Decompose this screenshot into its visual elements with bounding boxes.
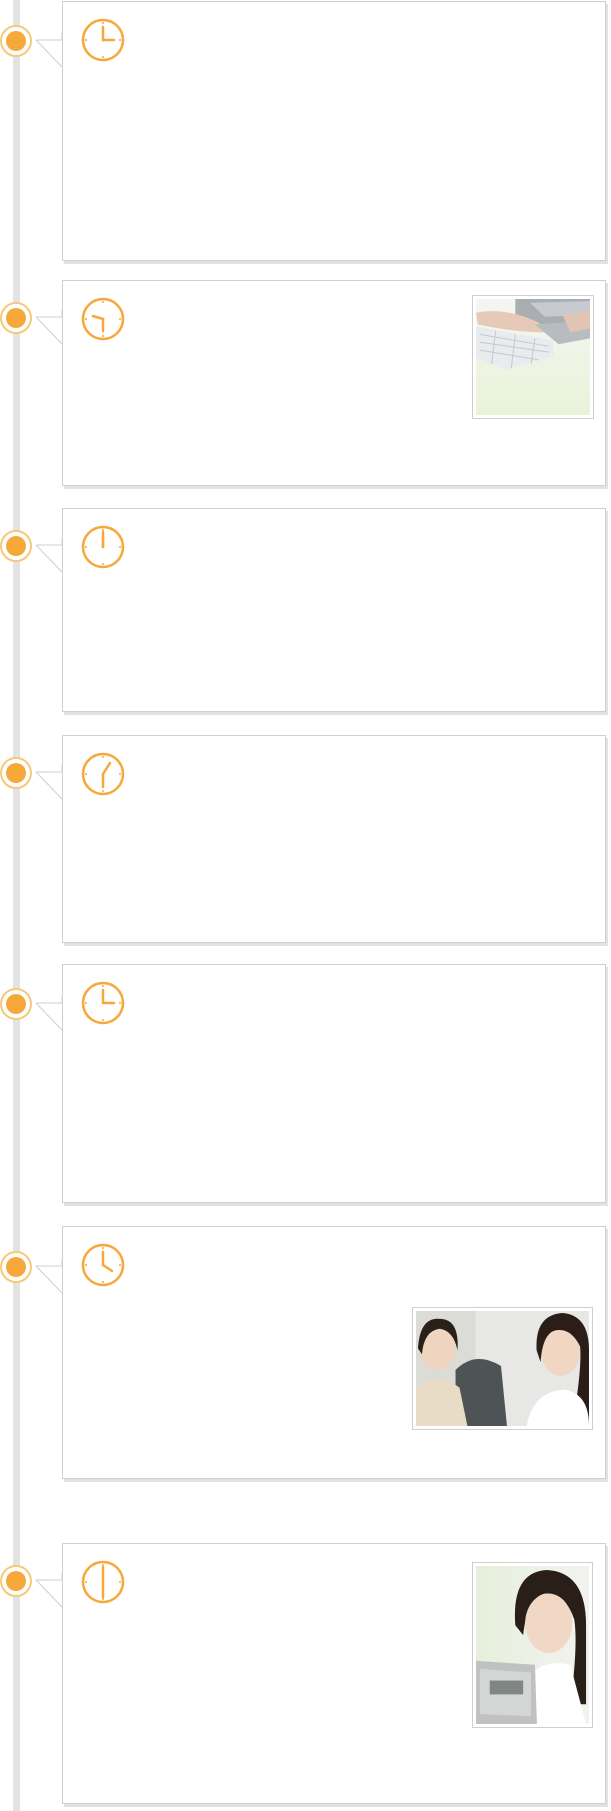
timeline-card [62, 964, 606, 1203]
card-pointer [35, 33, 63, 68]
timeline-dot [0, 25, 32, 57]
card-pointer [35, 538, 63, 573]
timeline-dot [0, 302, 32, 334]
photo-two-women-in-office [412, 1307, 593, 1430]
card-pointer [35, 310, 63, 345]
clock-6-oclock-icon [81, 1560, 125, 1604]
timeline-dot [0, 1565, 32, 1597]
photo-woman-at-computer [472, 1562, 593, 1728]
clock-12-oclock-icon [81, 525, 125, 569]
card-pointer [35, 996, 63, 1031]
card-pointer [35, 765, 63, 800]
timeline-card [62, 280, 606, 486]
timeline-dot [0, 1251, 32, 1283]
timeline-card [62, 735, 606, 943]
timeline-dot [0, 530, 32, 562]
timeline-card [62, 1543, 606, 1804]
clock-3-oclock-icon [81, 18, 125, 62]
timeline-dot [0, 757, 32, 789]
timeline-card [62, 1, 606, 261]
clock-1-30-icon [81, 752, 125, 796]
clock-3-oclock-icon [81, 981, 125, 1025]
timeline-card [62, 1226, 606, 1479]
timeline-card [62, 508, 606, 712]
clock-9-30-icon [81, 297, 125, 341]
photo-typing-on-keyboard [472, 295, 594, 419]
timeline-line [13, 0, 20, 1811]
clock-4-oclock-icon [81, 1243, 125, 1287]
timeline-dot [0, 988, 32, 1020]
card-pointer [35, 1573, 63, 1608]
card-pointer [35, 1259, 63, 1294]
